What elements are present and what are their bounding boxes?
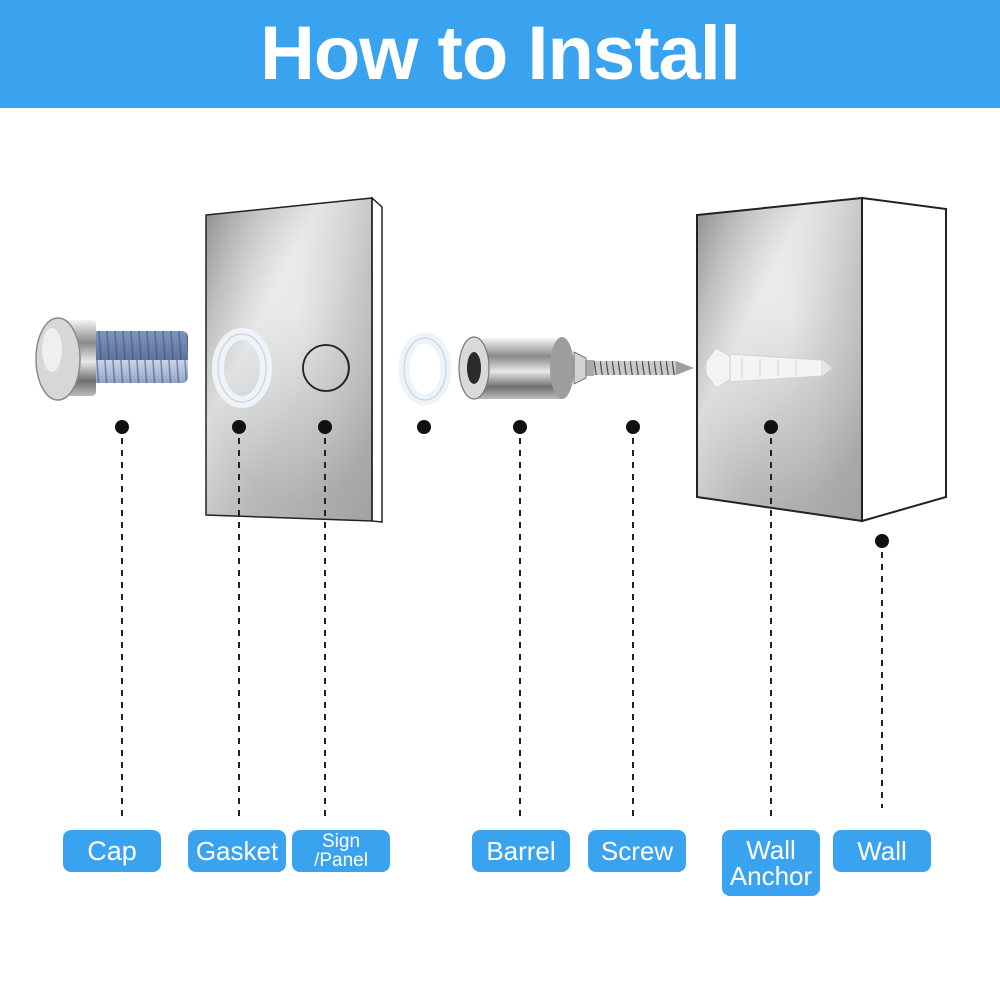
header-banner: How to Install (0, 0, 1000, 108)
gasket-ring-icon (398, 332, 452, 406)
leader-dots (115, 420, 889, 548)
dot-wall (875, 534, 889, 548)
dot-screw (626, 420, 640, 434)
dot-wall-anchor (764, 420, 778, 434)
label-barrel: Barrel (472, 830, 570, 872)
dot-sign-panel (318, 420, 332, 434)
cap-bolt-icon (35, 317, 188, 401)
label-wall-anchor: Wall Anchor (722, 830, 820, 896)
label-sign-panel: Sign /Panel (292, 830, 390, 872)
leader-lines (121, 438, 883, 818)
label-screw: Screw (588, 830, 686, 872)
label-cap: Cap (63, 830, 161, 872)
screw-icon (573, 351, 694, 385)
page-title: How to Install (260, 11, 741, 96)
dot-barrel (513, 420, 527, 434)
panel-hole-icon (302, 344, 350, 392)
dot-cap (115, 420, 129, 434)
sign-panel-icon (205, 196, 383, 523)
barrel-icon (458, 336, 574, 400)
dot-loose-gasket (417, 420, 431, 434)
gasket-ring-icon (212, 328, 272, 408)
label-gasket: Gasket (188, 830, 286, 872)
dot-gasket (232, 420, 246, 434)
label-wall: Wall (833, 830, 931, 872)
wall-anchor-icon (705, 347, 832, 389)
